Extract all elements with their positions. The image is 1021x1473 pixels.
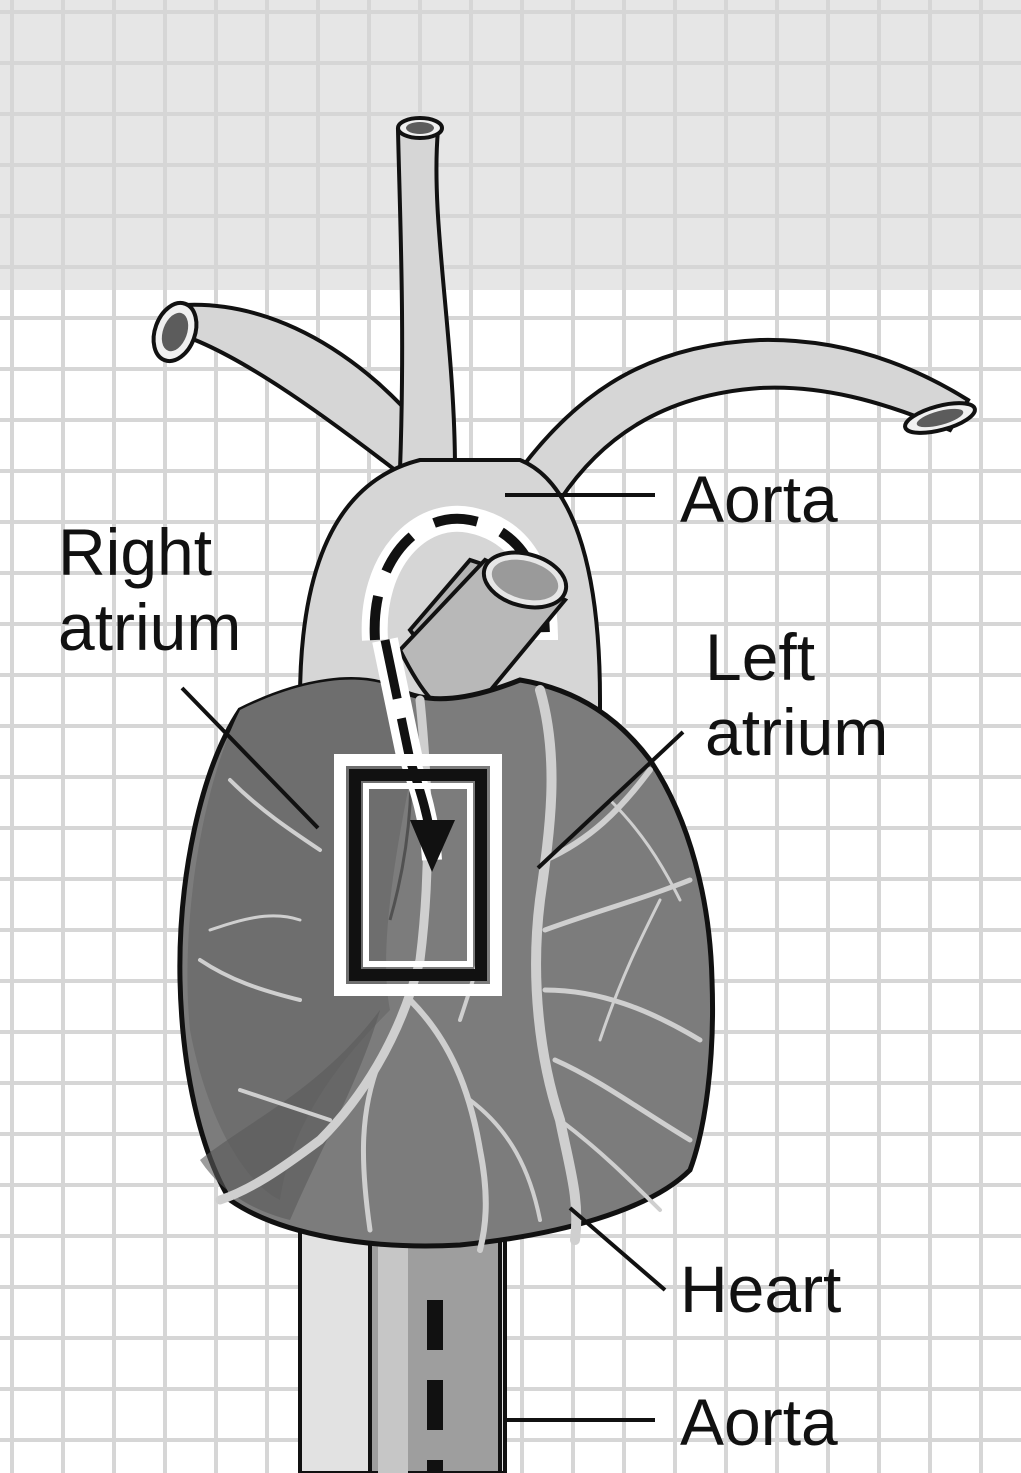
label-right-atrium-line1: Right xyxy=(58,515,212,589)
label-heart: Heart xyxy=(680,1252,841,1326)
label-left-atrium-line2: atrium xyxy=(705,695,888,769)
top-shaded-band xyxy=(0,0,1021,290)
label-right-atrium-line2: atrium xyxy=(58,590,241,664)
label-left-atrium-line1: Left xyxy=(705,620,815,694)
label-aorta-top: Aorta xyxy=(680,462,838,536)
label-aorta-bottom: Aorta xyxy=(680,1385,838,1459)
